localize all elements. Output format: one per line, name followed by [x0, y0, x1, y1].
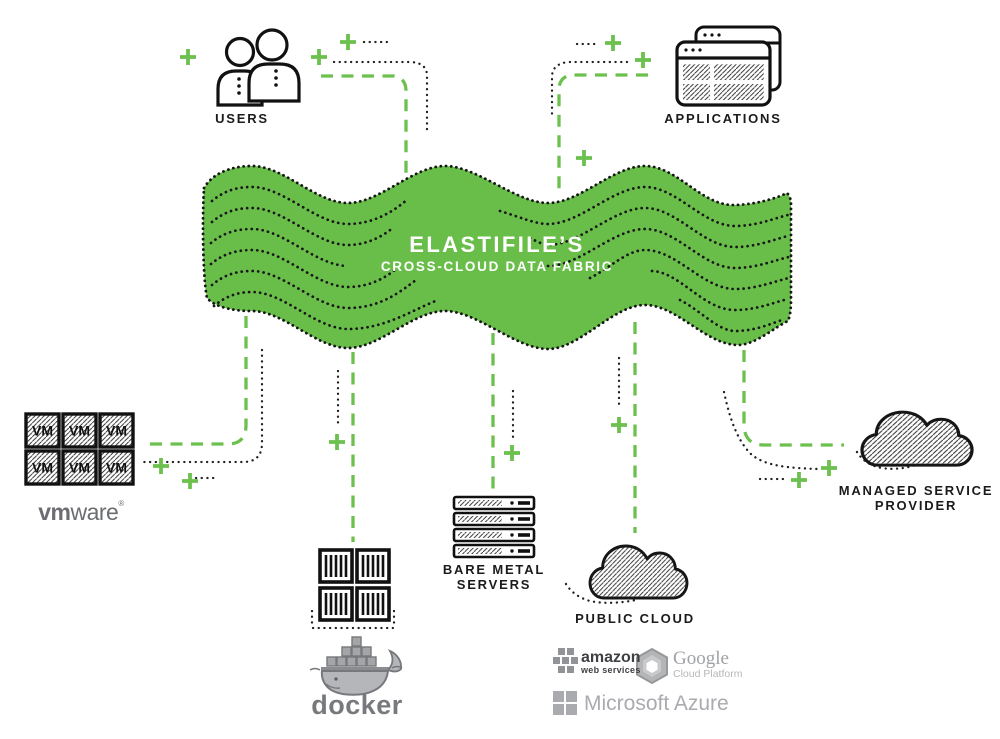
- aws-sub: web services: [581, 665, 641, 675]
- plus-icon: [611, 417, 627, 433]
- managed-service-provider-cloud-icon: [860, 410, 974, 467]
- server-stack-icon: [452, 495, 536, 559]
- connector-msp: [742, 350, 844, 447]
- aws-boxes-icon: [553, 648, 578, 673]
- vmware-logo-bold: vm: [38, 499, 71, 525]
- google-name: Google: [673, 648, 729, 669]
- whale-deck: [321, 667, 391, 671]
- docker-whale-icon: [309, 636, 403, 696]
- plus-icon: [182, 473, 198, 489]
- vm-box-label: VM: [106, 460, 127, 476]
- plus-icon: [329, 434, 345, 450]
- fabric-wave-texture: [209, 185, 791, 333]
- vmware-logo-light: ware: [70, 499, 119, 525]
- bare-metal-label-line1: BARE METAL: [442, 562, 546, 577]
- vm-box-label: VM: [69, 423, 90, 439]
- dotted-trace-lines: [137, 40, 918, 630]
- msp-label-line1: MANAGED SERVICE: [838, 483, 994, 498]
- fabric-band-dotted-edge: [201, 164, 793, 351]
- vm-box-label: VM: [32, 460, 53, 476]
- browser-windows-icon: [675, 25, 782, 107]
- connector-vmware: [142, 316, 248, 446]
- public-cloud-icon: [588, 544, 689, 600]
- aws-name: amazon: [581, 649, 641, 666]
- applications-label: APPLICATIONS: [664, 111, 782, 126]
- data-fabric-band: [201, 164, 793, 351]
- plus-icon: [576, 150, 592, 166]
- connector-applications: [557, 73, 648, 194]
- plus-icon: [635, 52, 651, 68]
- docker-logo-text: docker: [311, 690, 403, 720]
- plus-icon: [311, 49, 327, 65]
- plus-icon: [504, 445, 520, 461]
- vm-box-label: VM: [69, 460, 90, 476]
- vmware-logo: vmware®: [38, 499, 124, 526]
- aws-logo-text: amazon web services: [581, 649, 641, 676]
- azure-logo-text: Microsoft Azure: [584, 692, 729, 715]
- vmware-registered-mark: ®: [118, 499, 124, 508]
- connector-users: [321, 74, 408, 176]
- bare-metal-label: BARE METAL SERVERS: [443, 562, 545, 592]
- fabric-subtitle: CROSS-CLOUD DATA FABRIC: [380, 259, 614, 274]
- plus-icon: [791, 472, 807, 488]
- plus-icon: [153, 458, 169, 474]
- vm-box-label: VM: [106, 423, 127, 439]
- users-label: USERS: [215, 111, 269, 126]
- bare-metal-label-line2: SERVERS: [456, 577, 532, 592]
- fabric-title: ELASTIFILE’S: [409, 232, 585, 257]
- plus-icon: [821, 460, 837, 476]
- container-grid-icon: [318, 548, 391, 622]
- msp-label: MANAGED SERVICE PROVIDER: [839, 483, 994, 513]
- msp-label-line2: PROVIDER: [874, 498, 958, 513]
- two-people-icon: [216, 28, 301, 107]
- public-cloud-label: PUBLIC CLOUD: [575, 611, 695, 626]
- plus-icon: [180, 49, 196, 65]
- vm-grid-icon: VM VM VM VM VM VM: [24, 412, 135, 486]
- plus-icon: [340, 34, 356, 50]
- vm-box-label: VM: [32, 423, 53, 439]
- google-cloud-hexagon-icon: [636, 647, 668, 685]
- plus-icon: [605, 35, 621, 51]
- microsoft-window-icon: [553, 691, 577, 715]
- green-connectors: [142, 73, 844, 542]
- google-sub: Cloud Platform: [673, 668, 743, 680]
- google-logo-text: Google Cloud Platform: [673, 648, 743, 680]
- fabric-band-shape: [203, 166, 791, 349]
- plus-icons: [153, 34, 837, 489]
